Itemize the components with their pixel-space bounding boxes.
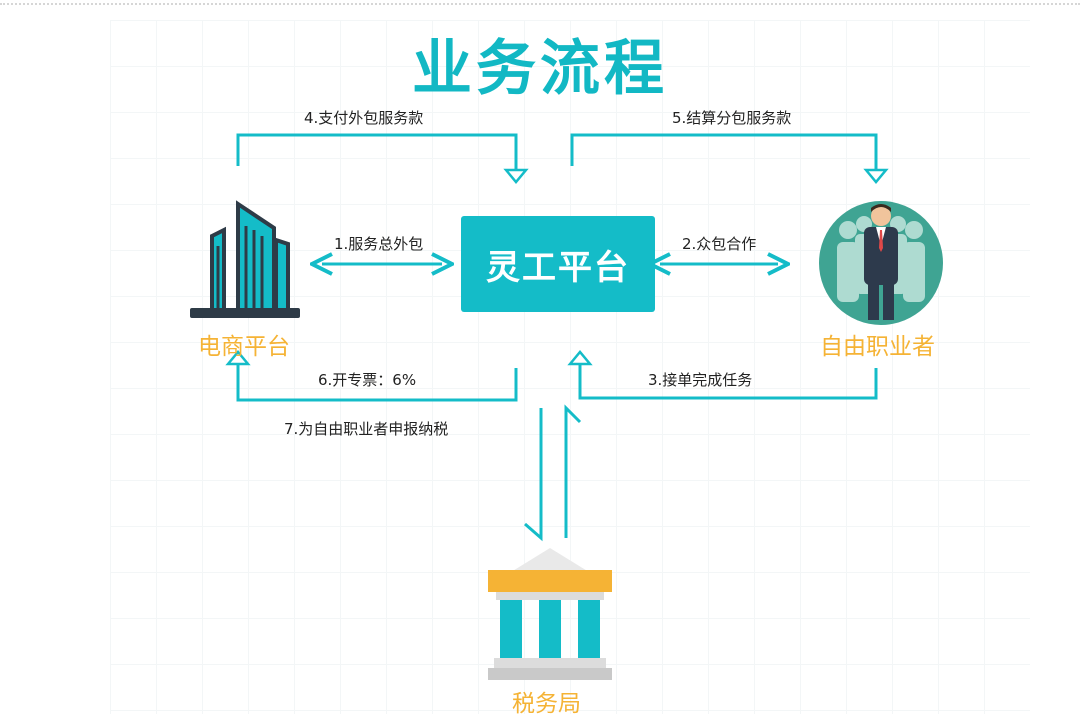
flow-line-step3: [578, 364, 878, 400]
step6-label: 6.开专票：6%: [318, 371, 417, 389]
arrow-up-from-tax: [564, 404, 582, 538]
buildings-icon: [190, 200, 300, 318]
step4-label: 4.支付外包服务款: [304, 109, 424, 127]
top-dotted-border: [0, 3, 1080, 5]
arrowhead-step6: [225, 350, 251, 366]
step3-label: 3.接单完成任务: [648, 371, 753, 389]
tax-bureau-label: 税务局: [512, 691, 581, 717]
arrow-down-to-tax: [524, 408, 543, 542]
step5-label: 5.结算分包服务款: [672, 109, 792, 127]
platform-hub: 灵工平台: [461, 216, 655, 312]
arrowhead-step3: [567, 350, 593, 366]
freelancer-avatar-icon: [819, 201, 943, 325]
arrowhead-step4: [503, 168, 529, 184]
step7-label: 7.为自由职业者申报纳税: [284, 420, 449, 438]
step1-label: 1.服务总外包: [334, 235, 424, 253]
arrowhead-step5: [863, 168, 889, 184]
step2-label: 2.众包合作: [682, 235, 757, 253]
freelancer-label: 自由职业者: [820, 334, 935, 360]
diagram-title: 业务流程: [412, 34, 668, 104]
flow-line-step6: [236, 364, 518, 402]
tax-bureau-building-icon: [488, 548, 612, 680]
flow-line-step5: [570, 133, 878, 170]
flow-line-step4: [236, 133, 518, 170]
ecommerce-label: 电商平台: [198, 334, 290, 360]
